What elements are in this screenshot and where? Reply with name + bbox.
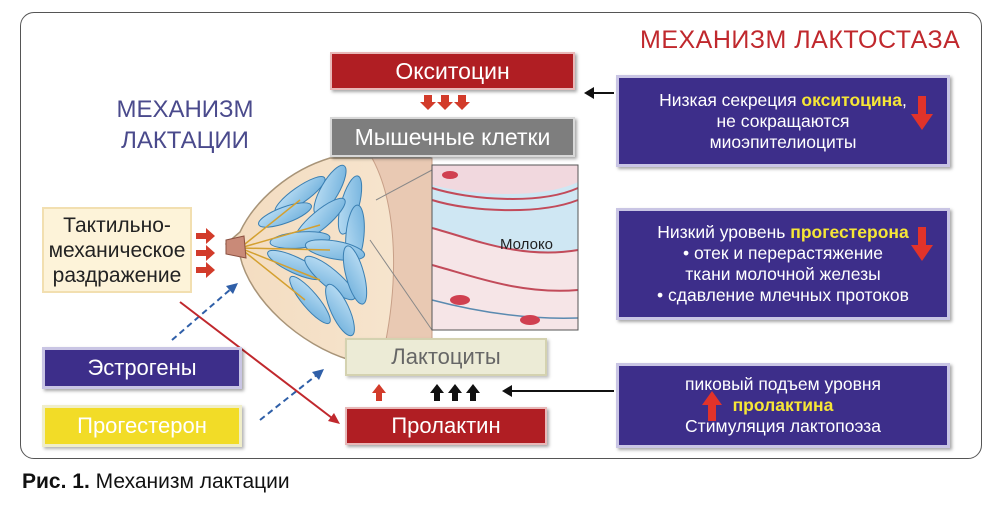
oxytocin-highlight: окситоцина: [801, 89, 902, 110]
low-oxytocin-info-box: Низкая секреция окситоцина, не сокращают…: [616, 75, 950, 167]
lactation-title: МЕХАНИЗМ ЛАКТАЦИИ: [110, 94, 260, 156]
low-progesterone-info-box: Низкий уровень прогестерона • отек и пер…: [616, 208, 950, 320]
progesterone-box: Прогестерон: [42, 405, 242, 447]
progesterone-label: Прогестерон: [77, 413, 207, 438]
lactation-title-line2: ЛАКТАЦИИ: [121, 127, 249, 154]
low-oxytocin-text: Низкая секреция: [659, 89, 802, 110]
low-progesterone-text: Низкий уровень: [657, 222, 791, 242]
lactocytes-label: Лактоциты: [391, 344, 501, 369]
down-arrow-icon: [911, 227, 933, 261]
prolactin-peak-line1: пиковый подъем уровня: [684, 374, 882, 394]
nipple-to-prolactin-arrow: [179, 301, 340, 424]
oxytocin-box: Окситоцин: [330, 52, 575, 90]
progesterone-highlight: прогестерона: [790, 222, 909, 242]
low-oxytocin-comma: ,: [901, 89, 907, 110]
lactocytes-box: Лактоциты: [345, 338, 547, 376]
muscle-cells-box: Мышечные клетки: [330, 117, 575, 157]
up-arrow-icon: [702, 391, 722, 421]
estrogens-label: Эстрогены: [87, 355, 197, 380]
low-progesterone-line2: • отек и перерастяжение: [682, 243, 884, 263]
nipple: [225, 235, 247, 259]
prolactin-peak-line3: Стимуляция лактопоэза: [685, 416, 881, 436]
prolactin-highlight: пролактина: [732, 395, 834, 415]
estrogen-dashed-arrow: [171, 283, 238, 341]
prolactin-box: Пролактин: [345, 407, 547, 445]
lactostasis-title: МЕХАНИЗМ ЛАКТОСТАЗА: [640, 26, 961, 54]
oxytocin-label: Окситоцин: [395, 57, 510, 84]
low-oxytocin-line2: не сокращаются: [716, 110, 850, 131]
tactile-line1: Тактильно-: [63, 213, 171, 237]
tactile-stimulation-box: Тактильно- механическое раздражение: [42, 207, 192, 293]
muscle-cells-label: Мышечные клетки: [354, 123, 551, 150]
lactation-title-line1: МЕХАНИЗМ: [116, 96, 254, 123]
alveoli-inset: [431, 164, 579, 331]
tactile-arrows: [196, 228, 215, 278]
tactile-line2: механическое: [48, 238, 186, 262]
prolactin-up-black-arrows: [430, 384, 480, 401]
tactile-line3: раздражение: [52, 263, 182, 287]
prolactin-peak-info-box: пиковый подъем уровня пролактина Стимуля…: [616, 363, 950, 448]
milk-label: Молоко: [500, 236, 554, 253]
low-progesterone-line3: ткани молочной железы: [685, 264, 881, 284]
low-oxytocin-line3: миоэпителиоциты: [709, 131, 857, 152]
low-progesterone-line4: • сдавление млечных протоков: [657, 285, 909, 305]
figure-caption: Рис. 1. Механизм лактации: [22, 470, 290, 494]
low-progesterone-line1: Низкий уровень прогестерона: [657, 222, 908, 243]
progesterone-dashed-arrow: [259, 369, 324, 421]
prolactin-up-red-arrow: [372, 384, 386, 401]
low-oxytocin-line1: Низкая секреция окситоцина,: [659, 90, 907, 111]
estrogens-box: Эстрогены: [42, 347, 242, 389]
mammary-lobes: [258, 164, 368, 337]
prolactin-label: Пролактин: [391, 413, 501, 438]
caption-label: Рис. 1.: [22, 470, 90, 493]
caption-text: Механизм лактации: [89, 470, 290, 493]
arrow-to-oxytocin: [584, 87, 614, 99]
oxytocin-down-arrows: [420, 95, 470, 110]
arrow-to-prolactin: [502, 385, 614, 397]
milk-ducts: [239, 199, 331, 301]
down-arrow-icon: [911, 96, 933, 130]
